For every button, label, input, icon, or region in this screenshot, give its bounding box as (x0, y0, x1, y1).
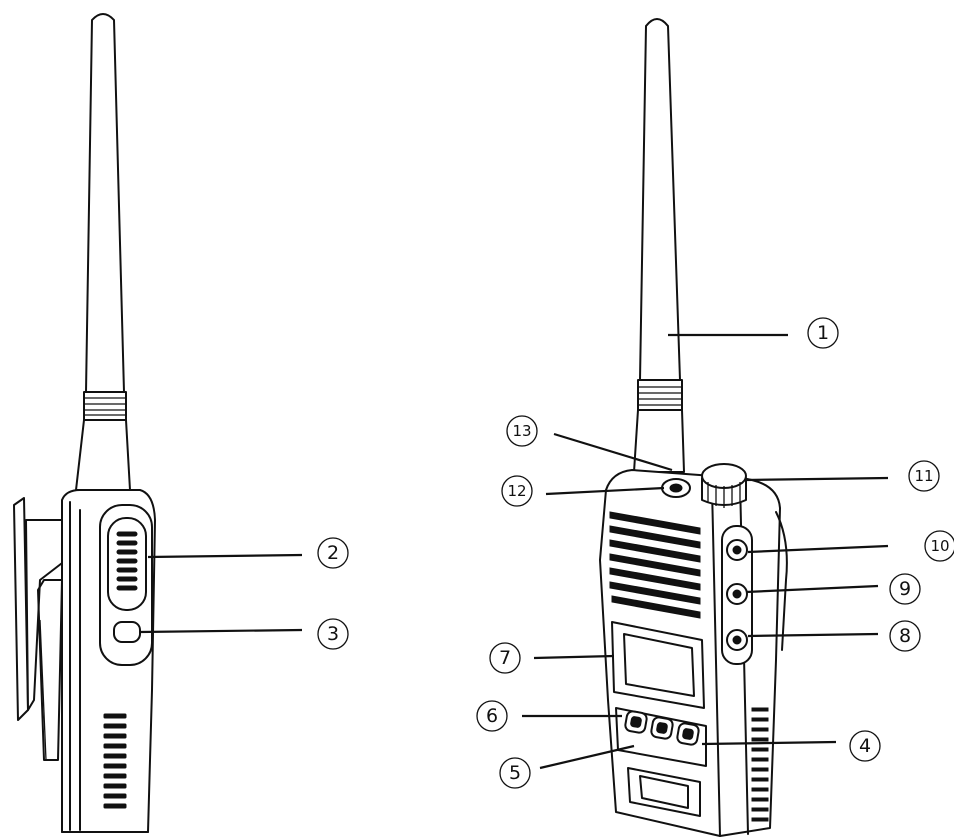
ptt-ribs (116, 531, 138, 591)
volume-knob (701, 463, 747, 508)
front-side-grille (751, 707, 769, 822)
svg-text:2: 2 (327, 542, 339, 564)
callout-5: 5 (499, 757, 531, 789)
svg-text:13: 13 (512, 422, 531, 440)
callout-10: 10 (924, 530, 954, 562)
svg-text:5: 5 (509, 762, 521, 784)
callout-12: 12 (501, 475, 533, 507)
callout-3: 3 (317, 618, 349, 650)
callouts: 1 2 3 4 5 6 7 8 (317, 317, 954, 789)
radio-front-view (599, 18, 788, 837)
svg-text:7: 7 (499, 647, 511, 669)
callout-7: 7 (489, 642, 521, 674)
svg-text:1: 1 (817, 322, 829, 344)
callout-13: 13 (506, 415, 538, 447)
svg-text:12: 12 (507, 482, 526, 500)
front-antenna (633, 18, 685, 473)
speaker-grille (609, 511, 701, 619)
side-body (61, 489, 156, 833)
leader-8 (747, 632, 879, 638)
callout-1: 1 (807, 317, 839, 349)
callout-4: 4 (849, 730, 881, 762)
radio-side-view (13, 13, 156, 833)
front-body (599, 463, 788, 837)
leader-3 (139, 628, 303, 634)
callout-11: 11 (908, 460, 940, 492)
leader-lines (139, 333, 889, 770)
side-belt-clip (13, 497, 67, 761)
leader-11 (745, 476, 889, 482)
keypad (615, 707, 707, 767)
svg-text:9: 9 (899, 578, 911, 600)
svg-text:4: 4 (859, 735, 871, 757)
callout-8: 8 (889, 620, 921, 652)
svg-text:11: 11 (914, 467, 933, 485)
leader-10 (747, 544, 889, 554)
callout-9: 9 (889, 573, 921, 605)
svg-text:10: 10 (930, 537, 949, 555)
leader-5 (539, 744, 635, 770)
leader-12 (545, 486, 665, 496)
leader-13 (553, 432, 673, 472)
leader-9 (745, 584, 879, 594)
lcd-display (611, 621, 705, 709)
leader-2 (147, 553, 303, 559)
side-grille (103, 713, 127, 809)
leader-4 (701, 740, 837, 746)
callout-6: 6 (476, 700, 508, 732)
side-antenna (75, 13, 131, 491)
svg-text:6: 6 (486, 705, 498, 727)
callout-2: 2 (317, 537, 349, 569)
leader-7 (533, 654, 615, 660)
svg-text:3: 3 (327, 623, 339, 645)
side-buttons (721, 525, 753, 665)
svg-text:8: 8 (899, 625, 911, 647)
battery-latch (627, 767, 701, 817)
